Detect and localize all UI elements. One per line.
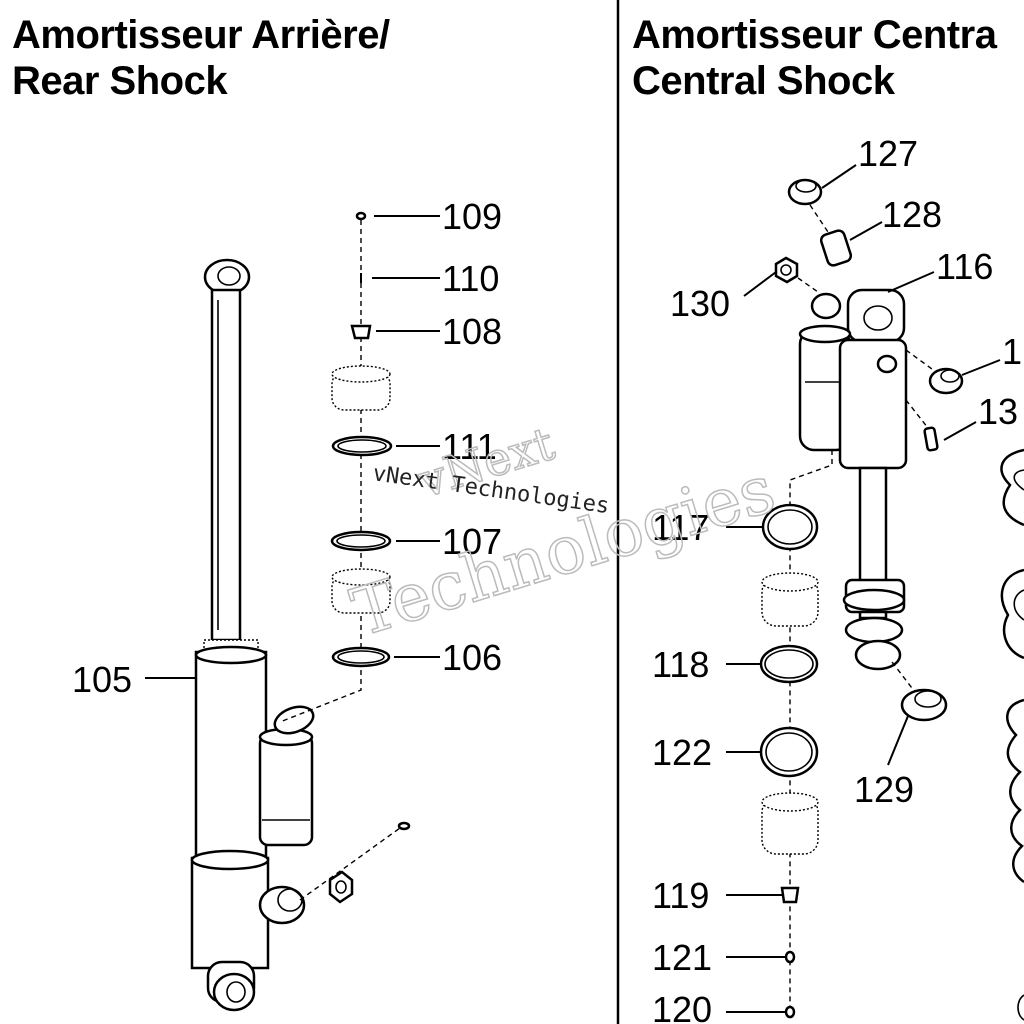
callout-108: 108 [442, 311, 502, 352]
central-shock-title: Amortisseur Centra Central Shock [632, 12, 997, 104]
callout-111: 111 [442, 426, 497, 467]
callout-130: 130 [670, 283, 730, 324]
callout-107: 107 [442, 521, 502, 562]
callout-105: 105 [72, 659, 132, 700]
callout-120: 120 [652, 989, 712, 1024]
rear-shock-title-en: Rear Shock [12, 59, 228, 103]
callout-13: 13 [978, 391, 1018, 432]
callout-110: 110 [442, 258, 499, 299]
callout-122: 122 [652, 732, 712, 773]
callout-127: 127 [858, 133, 918, 174]
central-shock-assembly [759, 178, 1024, 1021]
callout-119: 119 [652, 875, 709, 916]
rear-shock-title: Amortisseur Arrière/ Rear Shock [12, 12, 390, 104]
callout-129: 129 [854, 769, 914, 810]
callout-106: 106 [442, 637, 502, 678]
central-callouts: 127 128 116 130 1 13 117 118 122 129 119… [652, 133, 1022, 1024]
rear-leader-lines [145, 215, 440, 679]
callout-117: 117 [652, 507, 709, 548]
callout-118: 118 [652, 644, 709, 685]
callout-109: 109 [442, 196, 502, 237]
callout-128: 128 [882, 194, 942, 235]
central-leader-lines [726, 164, 1001, 1013]
callout-121: 121 [652, 937, 712, 978]
central-shock-title-en: Central Shock [632, 59, 895, 103]
rear-shock-title-fr: Amortisseur Arrière/ [12, 13, 390, 57]
callout-1: 1 [1002, 331, 1022, 372]
central-shock-title-fr: Amortisseur Centra [632, 13, 997, 57]
rear-shock-assembly [190, 211, 411, 1012]
rear-callouts: 109 110 108 111 107 106 105 [72, 196, 502, 700]
callout-116: 116 [936, 246, 993, 287]
